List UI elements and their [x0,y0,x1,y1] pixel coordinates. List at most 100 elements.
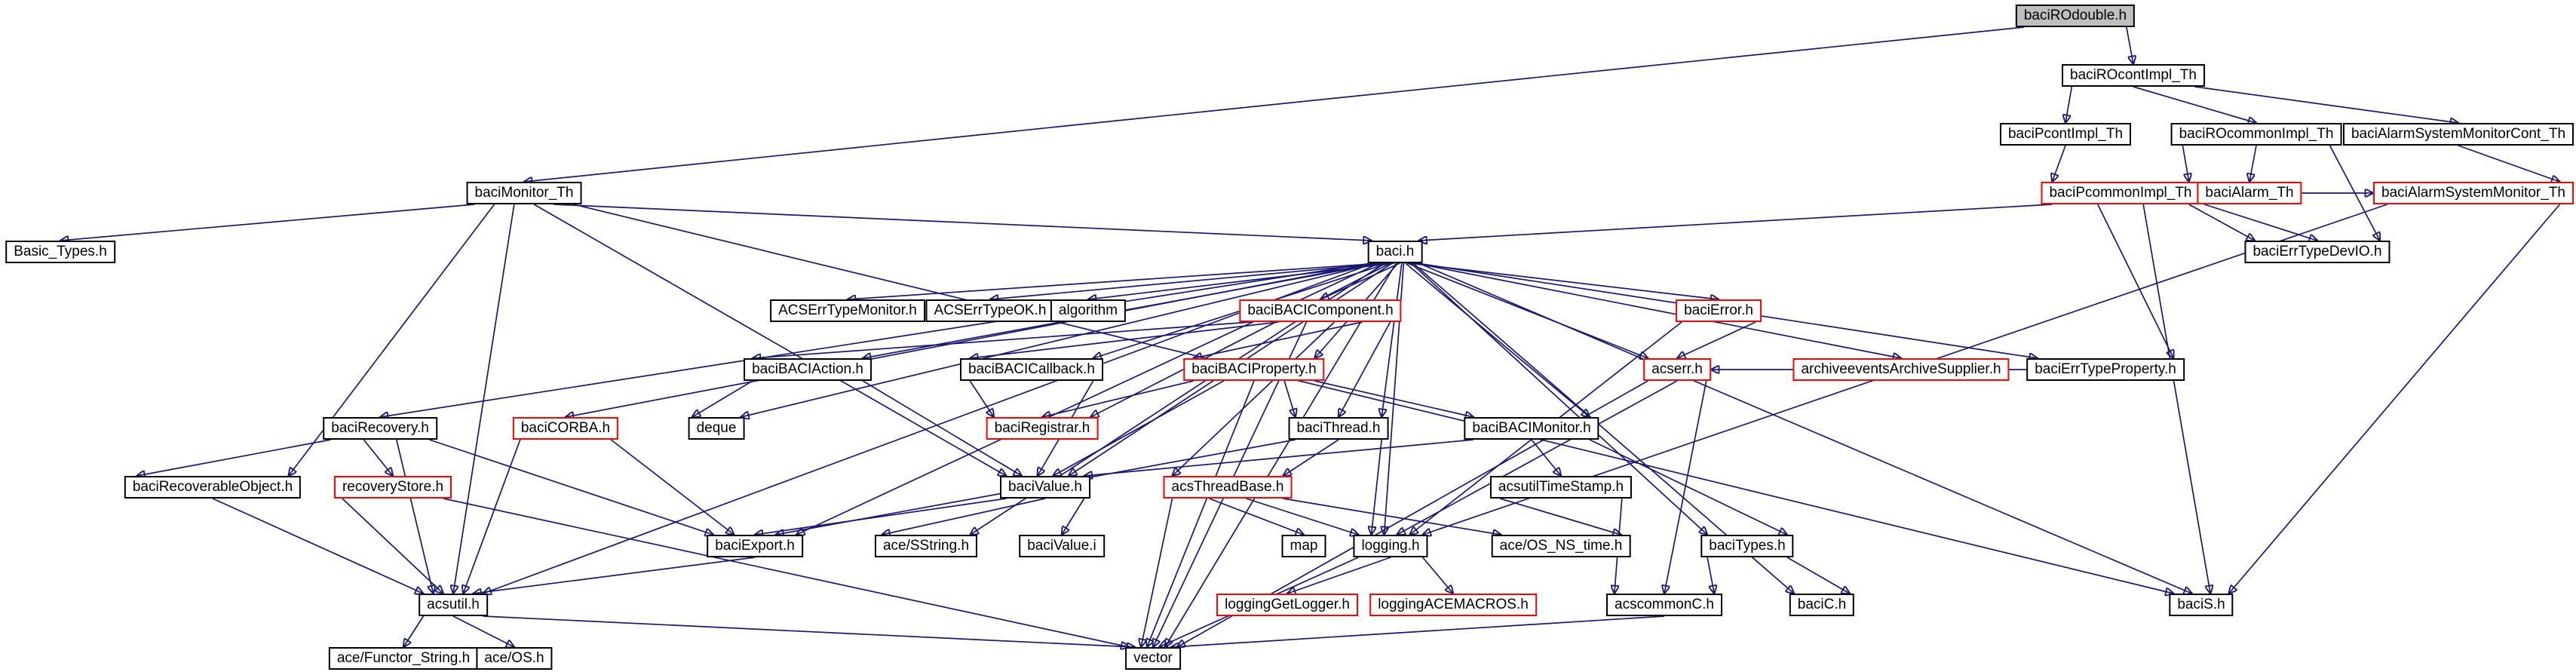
include-edge [1283,380,1296,417]
graph-node-bacirocommonimpl-th[interactable]: baciROcommonImpl_Th [2170,123,2342,146]
graph-node-bacipcommonimpl-th[interactable]: baciPcommonImpl_Th [2041,182,2200,204]
include-edge [741,262,1378,417]
include-edge [1283,439,1339,476]
graph-node-bacimonitor-th[interactable]: baciMonitor_Th [466,182,582,204]
include-edge [1339,321,1391,417]
graph-node-bacialarm-th[interactable]: baciAlarm_Th [2197,182,2302,204]
include-edge [1499,498,1621,535]
graph-node-bacitypes-h[interactable]: baciTypes.h [1700,535,1794,557]
graph-node-baciregistrar-h[interactable]: baciRegistrar.h [986,417,1099,440]
graph-node-map[interactable]: map [1281,535,1326,557]
graph-node-bacibacicallback-h[interactable]: baciBACICallback.h [960,358,1103,381]
graph-node-acserr-h[interactable]: acserr.h [1643,358,1711,381]
include-edge [755,498,1007,535]
include-edge [2052,145,2066,182]
include-edge [443,498,1129,647]
include-edge [848,262,1383,299]
include-edge [2142,204,2210,594]
include-edge [212,498,423,594]
graph-node-bacirocontimpl-th[interactable]: baciROcontImpl_Th [2062,64,2205,87]
graph-node-acsutiltimestamp-h[interactable]: acsutilTimeStamp.h [1489,476,1633,499]
include-edge [380,262,1372,417]
include-edge [1090,262,1391,417]
include-edge [1664,380,1707,594]
include-edge [1062,498,1085,535]
graph-node-bacipcontimpl-th[interactable]: baciPcontImpl_Th [1999,123,2132,146]
graph-node-bacicorba-h[interactable]: baciCORBA.h [512,417,619,440]
include-edge [970,321,1279,358]
graph-node-acscommonc-h[interactable]: acscommonC.h [1606,594,1722,616]
graph-node-bacierrtypeproperty-h[interactable]: baciErrTypeProperty.h [2026,358,2185,381]
graph-node-ace-sstring-h[interactable]: ace/SString.h [874,535,978,557]
include-edge [1786,557,1850,594]
graph-node-bacithread-h[interactable]: baciThread.h [1288,417,1389,440]
graph-node-bacibaciproperty-h[interactable]: baciBACIProperty.h [1183,358,1325,381]
include-edge [1409,262,1719,299]
include-edge [136,439,331,476]
include-edge [2329,145,2380,241]
graph-node-ace-os-ns-time-h[interactable]: ace/OS_NS_time.h [1491,535,1631,557]
graph-node-baciexport-h[interactable]: baciExport.h [707,535,803,557]
include-edge [463,439,521,594]
include-edge [753,321,1251,358]
graph-node-algorithm[interactable]: algorithm [1050,299,1127,322]
include-edge [395,439,434,594]
graph-node-basic-types-h[interactable]: Basic_Types.h [5,241,115,263]
include-edge [2458,145,2559,182]
graph-node-deque[interactable]: deque [688,417,745,440]
include-edge [452,615,514,647]
graph-node-bacis-h[interactable]: baciS.h [2169,594,2234,616]
graph-node-bacibacicomponent-h[interactable]: baciBACIComponent.h [1239,299,1402,322]
include-edge [1406,262,1648,358]
graph-node-vector[interactable]: vector [1125,647,1181,670]
graph-node-acserrtypeok-h[interactable]: ACSErrTypeOK.h [925,299,1055,322]
include-edge [429,439,713,535]
graph-node-bacic-h[interactable]: baciC.h [1789,594,1855,616]
graph-node-loggingacemacros-h[interactable]: loggingACEMACROS.h [1369,594,1537,616]
include-edge [882,498,1046,535]
graph-node-bacialarmsystemmonitorcont-th[interactable]: baciAlarmSystemMonitorCont_Th [2342,123,2574,146]
include-edge [1209,498,1305,535]
include-edge [1042,380,1194,417]
include-edge [1287,557,1391,594]
graph-node-baci-h[interactable]: baci.h [1367,241,1423,263]
graph-node-bacirecoverableobject-h[interactable]: baciRecoverableObject.h [124,476,302,499]
graph-node-archiveeventsarchivesupplier-h[interactable]: archiveeventsArchiveSupplier.h [1792,358,2010,381]
include-edge [554,204,1372,241]
include-edge [1405,262,1590,417]
graph-node-bacivalue-i[interactable]: baciValue.i [1019,535,1105,557]
graph-node-ace-functor-string-h[interactable]: ace/Functor_String.h [328,647,479,670]
include-edge [1372,439,1383,535]
graph-node-acsutil-h[interactable]: acsutil.h [419,594,488,616]
include-edge [2126,26,2133,64]
include-edge [2188,204,2255,241]
graph-node-recoverystore-h[interactable]: recoveryStore.h [333,476,452,499]
graph-node-acsthreadbase-h[interactable]: acsThreadBase.h [1163,476,1293,499]
graph-node-logginggetlogger-h[interactable]: loggingGetLogger.h [1216,594,1358,616]
include-edge [1314,380,1474,417]
graph-node-acserrtypemonitor-h[interactable]: ACSErrTypeMonitor.h [770,299,925,322]
graph-node-bacibaciaction-h[interactable]: baciBACIAction.h [744,358,872,381]
graph-node-bacibacimonitor-h[interactable]: baciBACIMonitor.h [1464,417,1599,440]
include-edge [483,615,1136,647]
graph-node-bacierrtypedevio-h[interactable]: baciErrTypeDevIO.h [2244,241,2390,263]
graph-node-logging-h[interactable]: logging.h [1353,535,1428,557]
include-edge [1084,439,1474,476]
include-edge [2065,86,2073,123]
include-edge [692,380,753,417]
include-edge [990,262,1387,299]
include-edge [1382,262,1403,417]
graph-node-bacierror-h[interactable]: baciError.h [1676,299,1762,322]
graph-node-bacivalue-h[interactable]: baciValue.h [1000,476,1090,499]
graph-node-bacirecovery-h[interactable]: baciRecovery.h [323,417,437,440]
include-edge [969,380,994,417]
include-edge [1421,557,1453,594]
graph-node-ace-os-h[interactable]: ace/OS.h [476,647,553,670]
include-edge [1677,321,1756,358]
include-edge [1171,615,1665,647]
graph-node-bacialarmsystemmonitor-th[interactable]: baciAlarmSystemMonitor_Th [2373,182,2574,204]
include-edge [2182,145,2188,182]
graph-node-bacirodouble-h[interactable]: baciROdouble.h [2015,5,2136,27]
